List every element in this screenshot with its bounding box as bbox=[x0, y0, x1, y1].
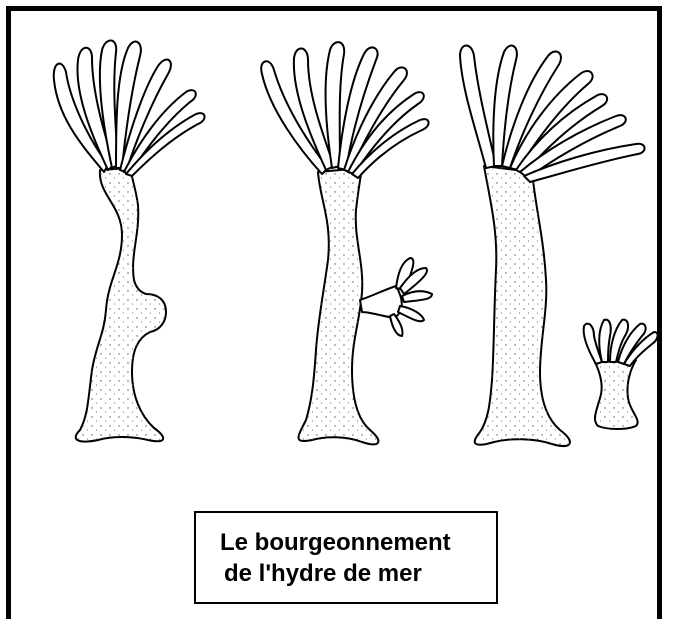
caption-line-2: de l'hydre de mer bbox=[224, 558, 422, 589]
hydra-detached-bud bbox=[460, 46, 658, 447]
hydra-early-bud bbox=[54, 40, 205, 441]
caption-line-1: Le bourgeonnement bbox=[220, 527, 451, 558]
bud bbox=[360, 258, 432, 336]
hydra-developing-bud bbox=[261, 42, 432, 444]
caption-box: Le bourgeonnement de l'hydre de mer bbox=[194, 511, 498, 604]
tentacle bbox=[460, 46, 496, 169]
detached-bud bbox=[584, 320, 658, 429]
